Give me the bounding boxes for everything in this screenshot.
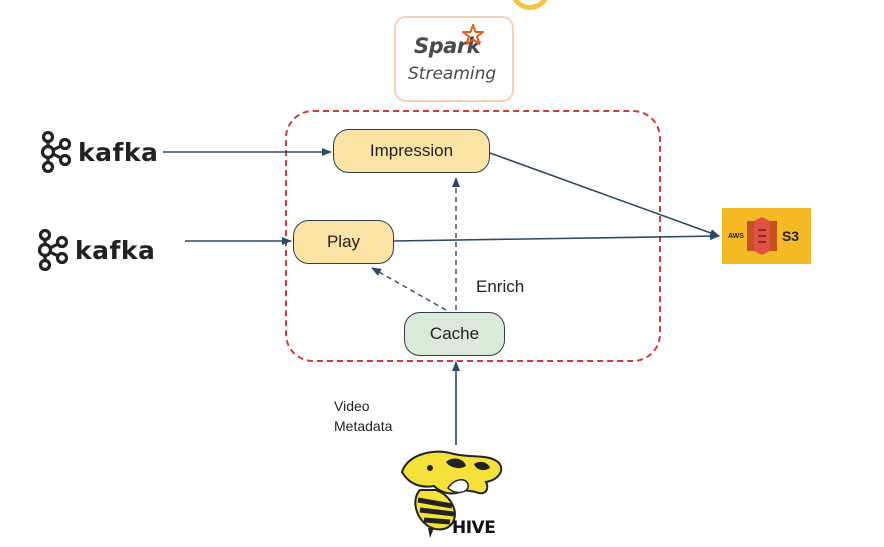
enrich-label: Enrich: [476, 277, 525, 296]
kafka-wordmark: kafka: [75, 235, 156, 265]
kafka-logo-bottom: kafka: [35, 229, 155, 271]
impression-node: Impression: [333, 129, 490, 173]
aws-label: AWS: [728, 232, 744, 240]
kafka-wordmark: kafka: [78, 137, 159, 167]
video-metadata-line1: Video: [334, 398, 370, 414]
s3-label: S3: [781, 228, 800, 244]
spark-star-icon: [462, 24, 484, 45]
spark-streaming-logo: Spark Streaming: [394, 16, 514, 102]
aws-s3-logo: AWS S3: [722, 208, 811, 264]
arrow-impression-to-s3: [489, 152, 720, 237]
cache-node: Cache: [404, 312, 505, 356]
video-metadata-line2: Metadata: [334, 418, 393, 434]
kafka-logo-top: kafka: [38, 131, 158, 173]
video-metadata-label: Video Metadata: [334, 396, 392, 436]
s3-bucket-icon: [746, 217, 777, 255]
kafka-icon: [40, 131, 72, 173]
cache-node-label: Cache: [429, 324, 480, 343]
kafka-icon: [37, 229, 69, 271]
play-node: Play: [293, 220, 394, 264]
spark-processing-boundary: [285, 110, 661, 362]
arrow-play-to-s3: [393, 232, 720, 242]
hive-wordmark: HIVE: [452, 518, 496, 538]
hive-elephant-bee-icon: [400, 450, 503, 538]
play-node-label: Play: [326, 232, 361, 251]
impression-node-label: Impression: [369, 141, 454, 160]
hive-logo: HIVE: [394, 446, 514, 542]
streaming-logo-word: Streaming: [408, 64, 497, 84]
arrow-cache-to-play: [371, 267, 447, 311]
